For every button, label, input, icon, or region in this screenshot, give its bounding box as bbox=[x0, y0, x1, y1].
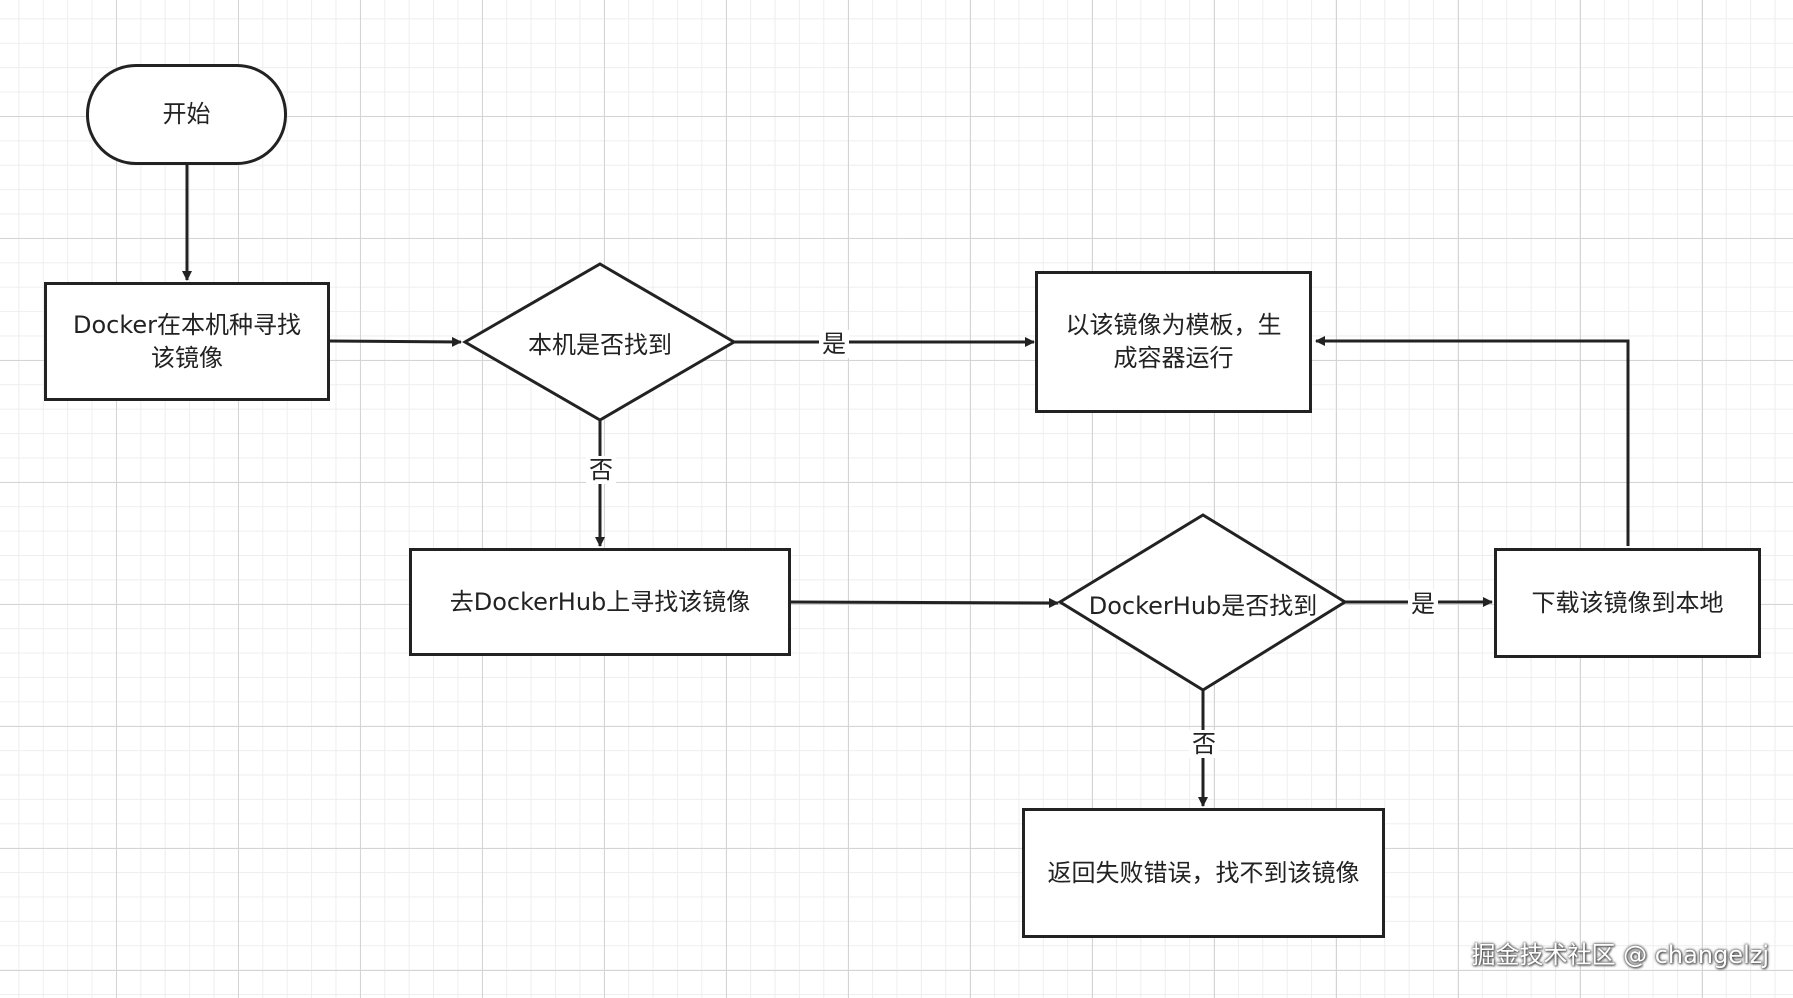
decision-found-hub-shape bbox=[1057, 513, 1348, 692]
edge-download-to-run bbox=[1315, 336, 1630, 546]
start-terminal: 开始 bbox=[86, 64, 287, 165]
run-container-label: 以该镜像为模板，生成容器运行 bbox=[1065, 311, 1282, 372]
error-label: 返回失败错误，找不到该镜像 bbox=[1047, 858, 1360, 887]
search-local-label: Docker在本机种寻找该镜像 bbox=[72, 310, 302, 372]
download-box: 下载该镜像到本地 bbox=[1494, 548, 1761, 658]
start-label: 开始 bbox=[162, 100, 211, 128]
run-container-box: 以该镜像为模板，生成容器运行 bbox=[1035, 271, 1312, 413]
download-label: 下载该镜像到本地 bbox=[1531, 588, 1724, 617]
edge-label-hub-yes: 是 bbox=[1408, 590, 1438, 618]
edge-search-hub-to-decision bbox=[789, 597, 1059, 608]
error-box: 返回失败错误，找不到该镜像 bbox=[1022, 808, 1385, 938]
edge-label-hub-no: 否 bbox=[1189, 730, 1219, 758]
edge-search-local-to-decision bbox=[329, 336, 462, 347]
search-local-box: Docker在本机种寻找该镜像 bbox=[44, 282, 330, 401]
decision-found-local-shape bbox=[462, 262, 737, 422]
search-hub-label: 去DockerHub上寻找该镜像 bbox=[449, 587, 751, 616]
edge-label-local-no: 否 bbox=[586, 456, 616, 484]
watermark: 掘金技术社区 @ changelzj bbox=[1471, 941, 1769, 969]
edge-label-local-yes: 是 bbox=[819, 330, 849, 358]
search-hub-box: 去DockerHub上寻找该镜像 bbox=[409, 548, 791, 656]
decision-found-local-label: 本机是否找到 bbox=[528, 330, 672, 359]
decision-found-hub-label: DockerHub是否找到 bbox=[1088, 591, 1318, 620]
